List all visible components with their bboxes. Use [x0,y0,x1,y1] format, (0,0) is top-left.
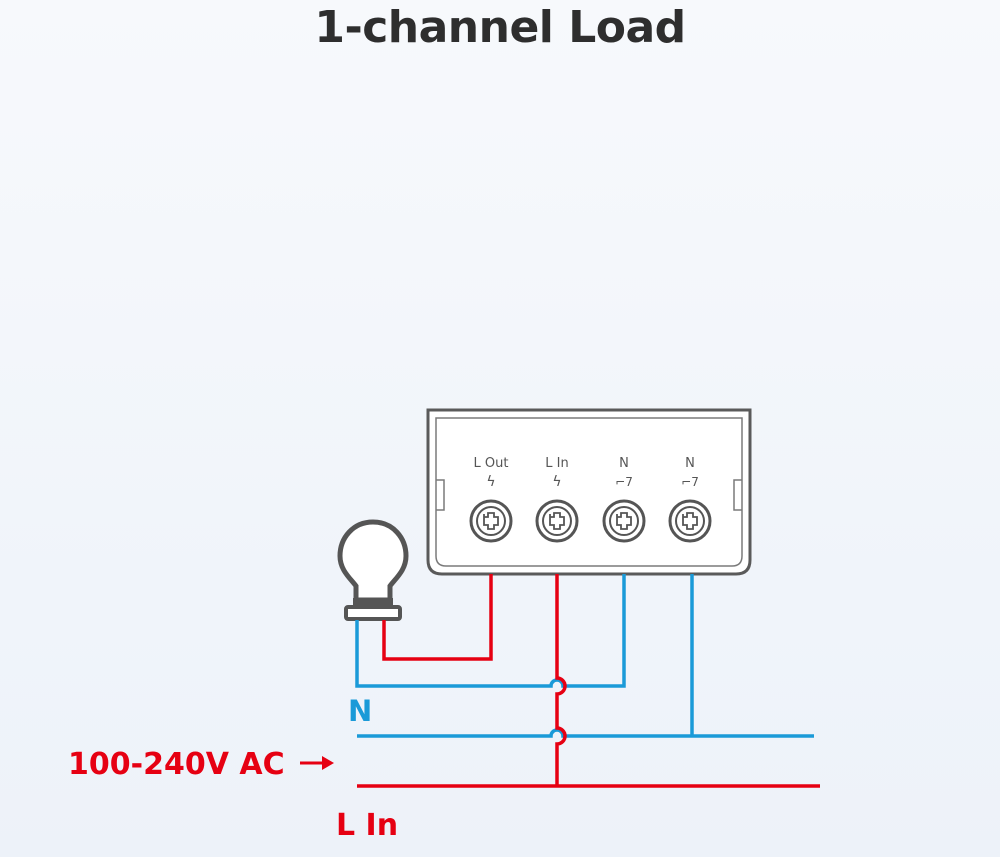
lightning-icon: ϟ [552,474,561,490]
lightning-icon: ϟ [486,474,495,490]
terminal-label-lin: L In [545,456,568,471]
neutral-wires [355,574,814,738]
screw-terminal-icon [535,499,579,543]
neutral-symbol-icon: ⌐7 [615,475,633,489]
supply-label: 100-240V AC [68,747,285,782]
page-title: 1-channel Load [314,2,686,53]
screw-terminal-icon [668,499,712,543]
light-bulb-icon [337,519,409,621]
screw-terminal-icon [602,499,646,543]
live-in-label: L In [336,808,398,843]
neutral-symbol-icon: ⌐7 [681,475,699,489]
terminal-label-lout: L Out [474,456,509,471]
terminal-label-n1: N [619,456,629,471]
neutral-label: N [348,694,372,728]
live-wires [357,574,820,788]
screw-terminal-icon [469,499,513,543]
arrow-right-icon [300,756,334,770]
terminal-label-n2: N [685,456,695,471]
